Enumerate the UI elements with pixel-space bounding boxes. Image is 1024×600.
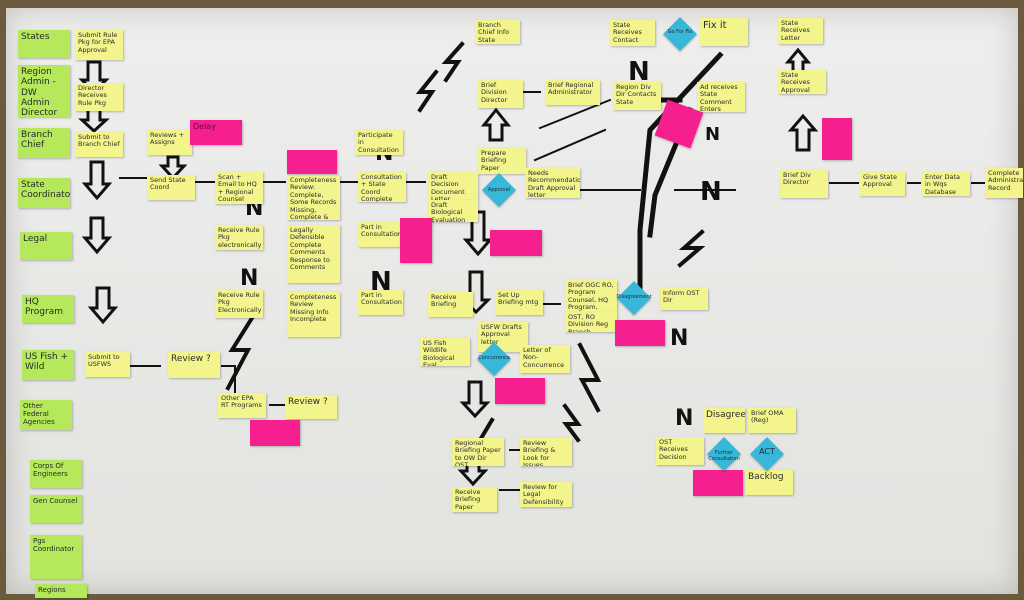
svg-text:N: N — [675, 406, 693, 431]
note-state-receives: State Receives Contact — [610, 20, 655, 46]
note-submit-rule: Submit Rule Pkg for EPA Approval — [75, 30, 123, 60]
note-branch-chief-info: Branch Chief Info State — [475, 20, 520, 44]
svg-text:N: N — [240, 266, 258, 291]
note-submit-usfws: Submit to USFWS — [85, 352, 130, 377]
pink-note — [693, 470, 743, 496]
note-receive-rule-pkg: Receive Rule Pkg electronically — [215, 225, 263, 250]
note-prepare-briefing: Prepare Briefing Paper — [478, 148, 526, 174]
decision-label-further: Further Consultation — [708, 450, 740, 462]
note-ost-decides: OST, RO Division Reg Branch — [565, 312, 617, 332]
lane-other-agencies: Other Federal Agencies — [20, 400, 72, 430]
pink-note — [490, 230, 542, 256]
svg-text:N: N — [370, 267, 392, 297]
pink-note — [400, 218, 432, 263]
note-brief-director: Brief Div Director — [780, 170, 828, 198]
note-brief-division: Brief Division Director — [478, 80, 523, 108]
note-receive-briefing: Receive Briefing — [428, 292, 473, 317]
note-review-briefing: Review Briefing & Look for Issues — [520, 438, 572, 466]
decision-label-disagreement: Disagreement — [616, 294, 652, 300]
note-regional-brief: Regional Briefing Paper to OW Dir OST — [452, 438, 504, 466]
note-usfw-approve: USFW Drafts Approval letter — [478, 322, 528, 352]
note-director-receives: Director Receives Rule Pkg — [75, 83, 123, 111]
svg-text:N: N — [700, 177, 722, 207]
note-complete-admin: Complete Administrative Record — [985, 168, 1023, 198]
pink-note — [495, 378, 545, 404]
svg-text:N: N — [670, 326, 688, 351]
lane-region-admin: Region Admin - DW Admin Director — [18, 65, 70, 117]
note-inform-ost: Inform OST Dir — [660, 288, 708, 310]
pink-note-delay: Delay — [190, 120, 242, 145]
note-backlog: Backlog — [745, 470, 793, 495]
note-consult-state: Consultation + State Coord Complete Revi… — [358, 172, 406, 202]
note-submit-branch-chief: Submit to Branch Chief — [75, 132, 123, 157]
decision-label-fix: Go For Fix — [667, 29, 693, 35]
note-other-epa: Other EPA RT Programs — [218, 393, 266, 418]
note-enter-data: Enter Data in Wqs Database — [922, 172, 970, 196]
note-review-legal: Review for Legal Defensibility — [520, 482, 572, 507]
note-usfw-bio-eval: US Fish Wildlife Biological Eval — [420, 338, 470, 366]
note-state-signs: State Receives Approval letter — [778, 70, 826, 94]
note-give-state: Give State Approval — [860, 172, 905, 196]
pink-note — [250, 420, 300, 446]
lane-state-coordinator: State Coordinator — [18, 178, 70, 208]
decision-label-act: ACT — [759, 447, 775, 456]
note-disagree: Disagree — [703, 408, 745, 433]
note-brief-oma: Brief OMA (Reg) — [748, 408, 796, 433]
note-legally-defensible: Legally Defensible Complete Comments Res… — [287, 225, 340, 283]
note-completeness-review: Completeness Review: Complete, Some Reco… — [287, 175, 340, 220]
note-region-contacts: Region Div Dir Contacts State — [613, 82, 661, 110]
lane-legal: Legal — [20, 232, 72, 260]
note-scan-email: Scan + Email to HQ + Regional Counsel — [215, 172, 263, 204]
note-ad-receives: Ad receives State Comment Enters Record — [697, 82, 745, 112]
note-part-consult-2: Part in Consultation — [358, 290, 403, 315]
pink-note — [287, 150, 337, 174]
note-draft-bio: Draft Biological Evaluation — [428, 200, 478, 222]
note-reviews-assigns: Reviews + Assigns — [147, 130, 192, 155]
lane-branch-chief: Branch Chief — [18, 128, 70, 158]
svg-text:N: N — [705, 124, 720, 145]
note-brief-ogc: Brief OGC RO, Program Counsel, HQ Progra… — [565, 280, 617, 312]
lane-hq-program: HQ Program — [22, 295, 74, 323]
note-fix-it: Fix it — [700, 18, 748, 46]
note-receive-rule-electr: Receive Rule Pkg Electronically — [215, 290, 263, 318]
decision-label-concurrence: Concurrence — [478, 355, 510, 361]
lane-gen-counsel: Gen Counsel — [30, 495, 82, 523]
note-review-q: Review ? — [168, 352, 220, 378]
lane-corps: Corps Of Engineers — [30, 460, 82, 488]
note-send-state-coord: Send State Coord — [147, 175, 195, 200]
decision-label-approval: Approval — [487, 187, 511, 193]
pink-note — [615, 320, 665, 346]
note-draft-decision: Draft Decision Document Letter — [428, 172, 478, 200]
note-set-up-briefing: Set Up Briefing mtg — [495, 290, 543, 315]
note-brief-regional: Brief Regional Administrator — [545, 80, 600, 105]
note-letter-concurrence: Letter of Non-Concurrence — [520, 345, 570, 373]
pink-note — [822, 118, 852, 160]
lane-pgs-coordinator: Pgs Coordinator — [30, 535, 82, 579]
note-review-q2: Review ? — [285, 395, 337, 419]
lane-us-fish-wild: US Fish + Wild — [22, 350, 74, 380]
note-state-receives-letter: State Receives Letter — [778, 18, 823, 44]
svg-text:N: N — [628, 57, 650, 87]
lane-regions: Regions — [35, 584, 87, 598]
note-completeness-review-2: Completeness Review Missing Info Incompl… — [287, 292, 340, 337]
note-participate-consult: Participate in Consultation — [355, 130, 403, 155]
note-receive-briefing-paper: Receive Briefing Paper — [452, 487, 497, 512]
note-part-consult: Part in Consultation — [358, 222, 403, 247]
note-ost-receives: OST Receives Decision — [656, 437, 704, 465]
note-approval-letter: Needs Recommendation Draft Approval lett… — [525, 168, 580, 198]
lane-states: States — [18, 30, 70, 58]
